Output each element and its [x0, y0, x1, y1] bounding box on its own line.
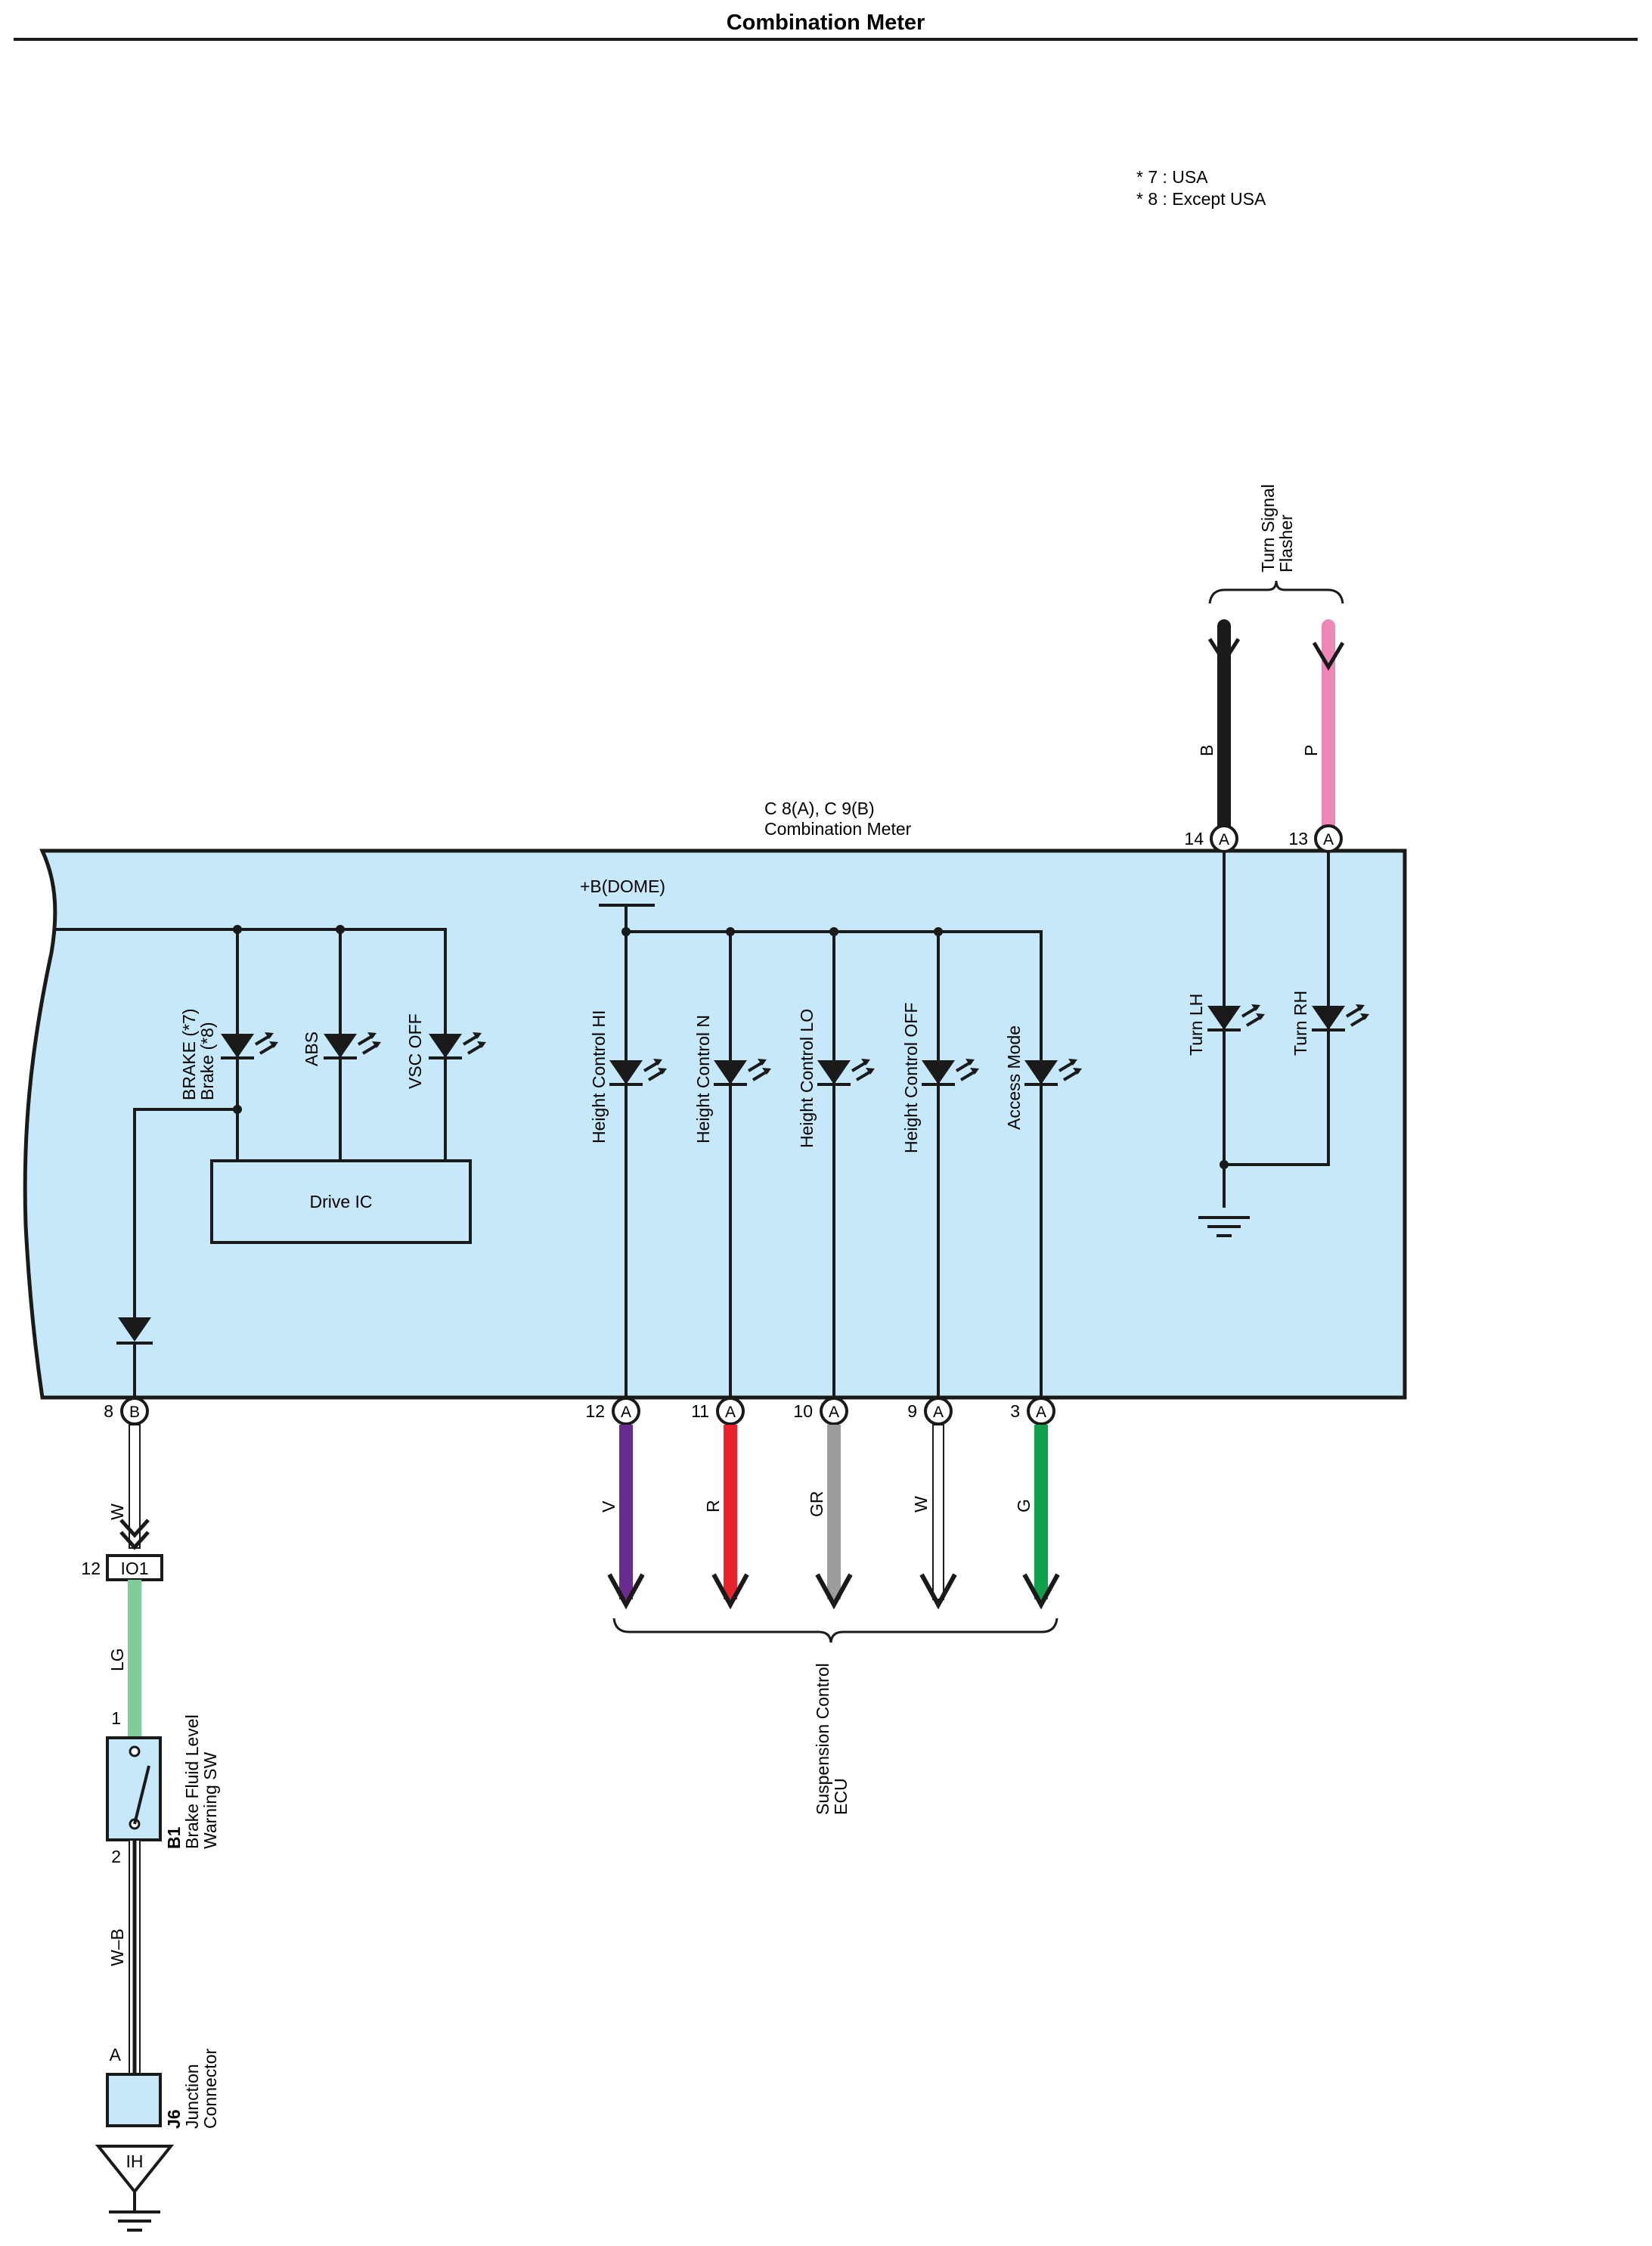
pin-12a: A 12 V: [585, 1397, 645, 1610]
meter-connector-label: C 8(A), C 9(B): [764, 799, 875, 818]
led-brake-label-1: BRAKE (*7): [179, 1009, 199, 1100]
pin-9a: A 9 W: [907, 1397, 957, 1610]
svg-text:R: R: [703, 1500, 723, 1512]
pin-8b-number: 8: [104, 1401, 113, 1421]
svg-text:11: 11: [691, 1401, 709, 1421]
pin-13a-number: 13: [1288, 829, 1308, 848]
double-arrow: [119, 1519, 150, 1538]
pin-13a-letter: A: [1323, 831, 1334, 848]
junction-dot: [934, 927, 943, 936]
svg-text:A: A: [621, 1404, 631, 1421]
power-label: +B(DOME): [580, 876, 665, 896]
led-height-n-label: Height Control N: [693, 1015, 713, 1143]
turn-signal-label-2: Flasher: [1276, 514, 1296, 572]
wire-p-code: P: [1301, 745, 1321, 756]
svg-text:9: 9: [907, 1401, 917, 1421]
turn-signal-label-1: Turn Signal: [1258, 484, 1278, 572]
svg-text:A: A: [829, 1404, 839, 1421]
io1-connector: [106, 1554, 163, 1581]
junction-dot: [621, 927, 631, 936]
junction-pin: A: [110, 2045, 122, 2065]
switch-name-2: Warning SW: [200, 1751, 220, 1849]
io1-pin: 12: [81, 1559, 101, 1578]
pin-11a: A 11 R: [691, 1397, 749, 1610]
led-height-lo-label: Height Control LO: [797, 1009, 817, 1148]
wire-p-arrow: [1312, 641, 1345, 671]
page-title: Combination Meter: [727, 11, 925, 35]
switch-pin-2: 2: [111, 1847, 121, 1866]
svg-text:3: 3: [1010, 1401, 1020, 1421]
led-access-mode-label: Access Mode: [1004, 1025, 1024, 1130]
drive-ic-box: [210, 1159, 472, 1244]
led-brake-label-2: Brake (*8): [197, 1022, 217, 1100]
wire-w-brake-code: W: [107, 1503, 127, 1520]
switch-pin-1: 1: [111, 1708, 121, 1728]
junction-connector: [106, 2073, 162, 2127]
junction-id: J6: [164, 2109, 184, 2129]
ground-symbol: [107, 2210, 162, 2232]
svg-text:A: A: [933, 1404, 944, 1421]
junction-name-2: Connector: [200, 2049, 220, 2129]
svg-text:G: G: [1014, 1499, 1034, 1512]
svg-text:10: 10: [793, 1401, 813, 1421]
svg-text:V: V: [599, 1500, 618, 1512]
junction-dot: [829, 927, 838, 936]
drive-ic-label: Drive IC: [309, 1192, 372, 1211]
switch-name-1: Brake Fluid Level: [182, 1714, 202, 1849]
pin-8b-letter: B: [129, 1404, 140, 1421]
pin-14a-letter: A: [1219, 831, 1229, 848]
io1-label: IO1: [120, 1559, 148, 1578]
wire-b-code: B: [1197, 745, 1217, 756]
wire-w: [932, 1424, 944, 1600]
svg-text:A: A: [1036, 1404, 1046, 1421]
suspension-label-1: Suspension Control: [813, 1663, 832, 1815]
svg-text:GR: GR: [807, 1491, 826, 1518]
switch-id: B1: [164, 1826, 184, 1849]
led-turn-rh-label: Turn RH: [1291, 991, 1310, 1056]
pin-3a: A 3 G: [1010, 1397, 1060, 1610]
junction-dot: [336, 925, 345, 934]
pin-10a: A 10 GR: [793, 1397, 853, 1610]
led-vsc-off-label: VSC OFF: [405, 1013, 425, 1089]
wire-wb-code: W–B: [107, 1928, 127, 1966]
meter-name-label: Combination Meter: [764, 819, 912, 839]
ground-point-label: IH: [126, 2151, 144, 2171]
svg-text:A: A: [725, 1404, 736, 1421]
junction-name-1: Junction: [182, 2064, 202, 2129]
suspension-label-2: ECU: [831, 1778, 851, 1815]
note-usa: * 7 : USA: [1136, 167, 1208, 187]
turn-signal-bracket: [1208, 580, 1344, 604]
junction-dot: [233, 925, 242, 934]
pin-14a-number: 14: [1184, 829, 1204, 848]
suspension-bracket: [612, 1618, 1058, 1643]
junction-dot: [1220, 1160, 1229, 1169]
junction-dot: [233, 1105, 242, 1114]
ground-point-triangle: [95, 2145, 175, 2195]
height-led-group: [625, 905, 1043, 1398]
led-height-hi-label: Height Control HI: [589, 1010, 609, 1143]
junction-dot: [726, 927, 735, 936]
wire-lg-code: LG: [107, 1648, 127, 1671]
svg-text:W: W: [911, 1496, 931, 1512]
diode-symbol: [118, 1317, 151, 1342]
led-height-off-label: Height Control OFF: [901, 1003, 921, 1153]
note-except-usa: * 8 : Except USA: [1136, 189, 1266, 209]
combination-meter-block: [23, 848, 1407, 1400]
svg-text:12: 12: [585, 1401, 605, 1421]
wire-b-arrow: [1207, 638, 1241, 665]
led-turn-lh-label: Turn LH: [1186, 994, 1206, 1056]
led-abs-label: ABS: [302, 1031, 321, 1066]
